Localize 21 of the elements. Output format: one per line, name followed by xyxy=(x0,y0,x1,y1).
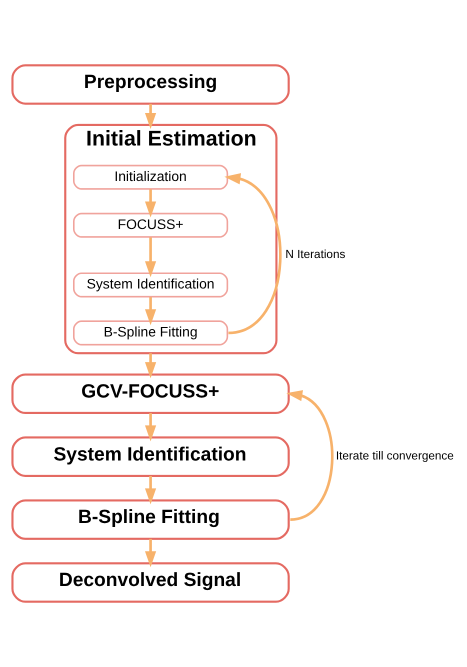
arrow xyxy=(144,538,156,568)
node-box: Preprocessing xyxy=(11,64,290,105)
arrow xyxy=(144,476,156,504)
node-box: FOCUSS+ xyxy=(72,212,228,238)
arrow xyxy=(144,237,156,278)
node-box: GCV-FOCUSS+ xyxy=(11,374,290,414)
node-box: System Identification xyxy=(11,436,290,477)
node-box: B-Spline Fitting xyxy=(11,499,290,540)
edge-label: N Iterations xyxy=(285,248,346,262)
edge-label: Iterate till convergence xyxy=(336,450,454,463)
node-box: System Identification xyxy=(72,272,228,298)
arrow xyxy=(144,353,156,378)
arrow xyxy=(144,413,156,442)
arrow xyxy=(286,390,334,521)
node-box: B-Spline Fitting xyxy=(72,320,228,346)
arrow xyxy=(224,173,282,334)
arrow xyxy=(144,297,156,326)
node-box: Deconvolved Signal xyxy=(11,562,290,603)
arrow xyxy=(144,104,156,130)
node-box: Initialization xyxy=(72,164,228,190)
arrow xyxy=(144,189,156,218)
